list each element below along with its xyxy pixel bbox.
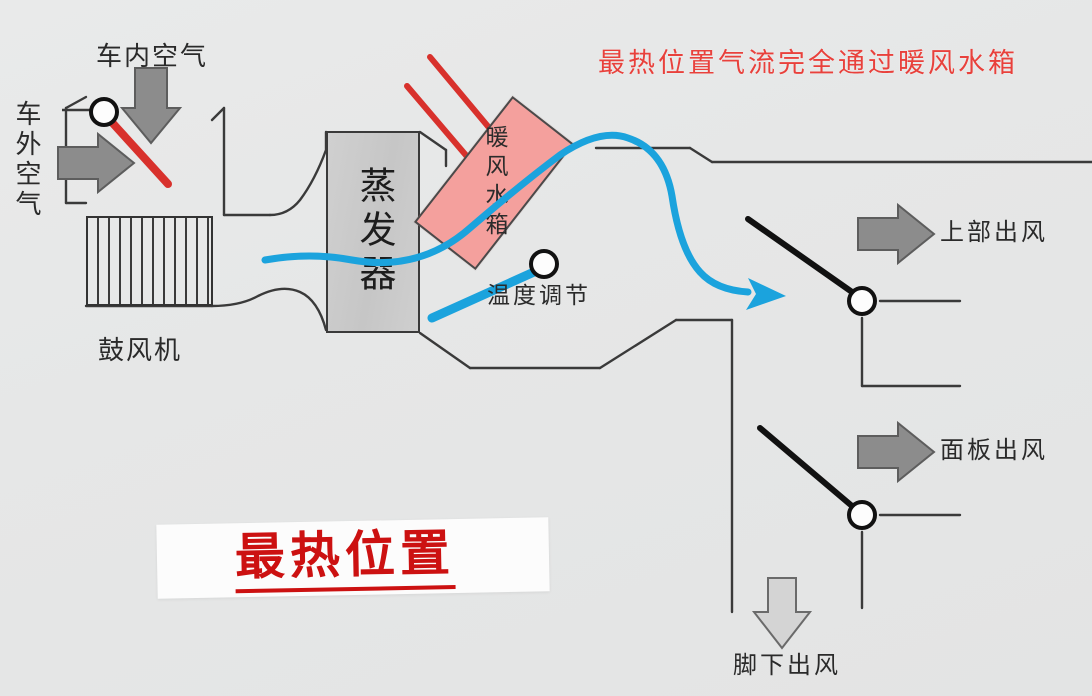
upper-vent-damper-blade [745,216,855,295]
cabin-air-arrow [119,67,183,145]
throat-upper [268,130,328,217]
outside-air-arrow [57,131,136,195]
intake-wall-diagonal [64,95,88,110]
blower-grille [86,216,213,306]
throat-lower [210,287,328,332]
upper-vent-damper-pivot [847,286,877,316]
upper-vent-arrow [857,202,936,266]
panel-vent-label: 面板出风 [940,438,1048,464]
duct-upper-right-diag [688,146,714,164]
recirc-damper-pivot [89,97,119,127]
duct-top-left [418,130,448,152]
foot-vent-label: 脚下出风 [733,653,841,679]
heater-core-box: 暖风水箱 [414,95,574,271]
upper-vent-label: 上部出风 [940,220,1048,246]
caption-text: 最热位置 [234,525,456,593]
blower-label: 鼓风机 [98,336,183,365]
panel-vent-damper-blade [757,425,855,509]
evaporator-label: 蒸发器 [353,166,394,298]
recirc-damper-blade [104,114,172,188]
divider-tip [210,106,226,122]
foot-vent-arrow [751,577,813,650]
caption-strip: 最热位置 [156,517,550,599]
duct-lower-diag-b [598,318,678,370]
heater-core-label: 暖风水箱 [482,125,507,241]
panel-vent-arrow [857,420,936,484]
airflow-arrowhead [746,278,786,310]
cabin-air-label: 车内空气 [96,42,209,71]
duct-lower-diag-a [418,331,472,370]
upper-vent-damper [745,216,877,316]
evaporator-box: 蒸发器 [326,131,420,333]
panel-vent-damper [757,425,877,530]
temperature-adjust-label: 温度调节 [487,283,591,308]
panel-vent-damper-pivot [847,500,877,530]
outside-air-label: 车外空气 [12,100,41,220]
temperature-damper-pivot [529,249,559,279]
diagram-title: 最热位置气流完全通过暖风水箱 [598,48,1018,78]
recirculation-damper [62,97,172,188]
